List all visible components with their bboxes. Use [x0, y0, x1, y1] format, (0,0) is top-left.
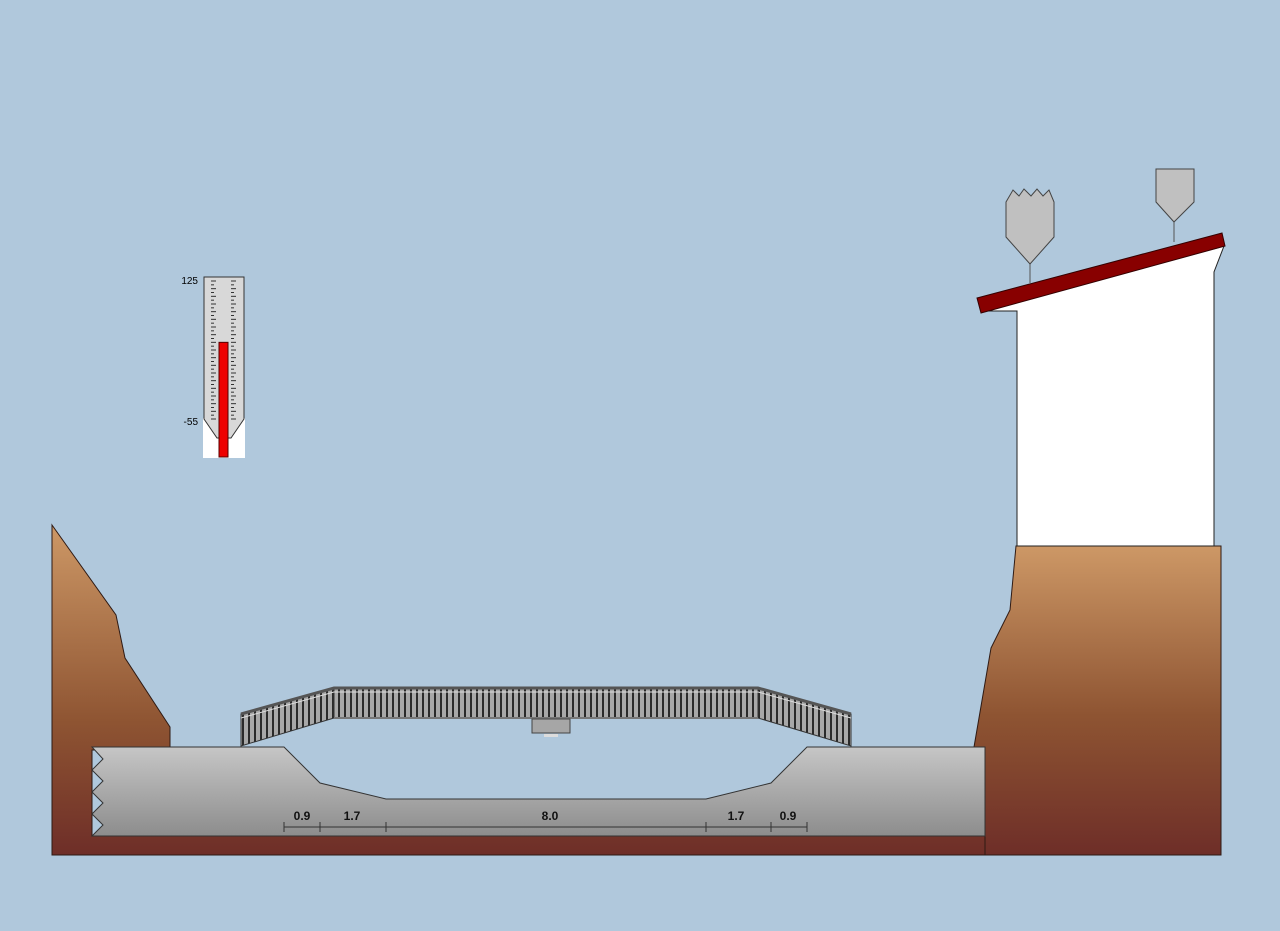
roof-beam: [976, 232, 1226, 314]
railing-right-slope: [757, 687, 852, 747]
thermometer-max-label: 125: [181, 276, 198, 287]
thermometer-mercury: [218, 341, 229, 458]
concrete-road-section: [90, 746, 986, 837]
dimension-label-left-inner: 1.7: [344, 809, 361, 823]
rooftop-lamp-damaged: [1005, 188, 1055, 283]
bridge-sensor-box: [531, 718, 571, 734]
railing-left-slope: [240, 687, 335, 747]
bridge-railing: [240, 686, 852, 747]
dimension-label-right-inner: 1.7: [728, 809, 745, 823]
bridge-sensor-light: [544, 734, 558, 737]
thermometer: [203, 276, 245, 458]
dimension-label-center: 8.0: [542, 809, 559, 823]
thermometer-min-label: -55: [184, 417, 199, 428]
dimension-lines: [283, 822, 808, 832]
thermometer-ticks: [211, 280, 236, 420]
left-soil-bank: [51, 523, 986, 856]
dimension-label-right-outer: 0.9: [780, 809, 797, 823]
rooftop-lamp: [1155, 168, 1195, 242]
dimension-label-left-outer: 0.9: [294, 809, 311, 823]
right-soil-bank: [973, 545, 1222, 856]
